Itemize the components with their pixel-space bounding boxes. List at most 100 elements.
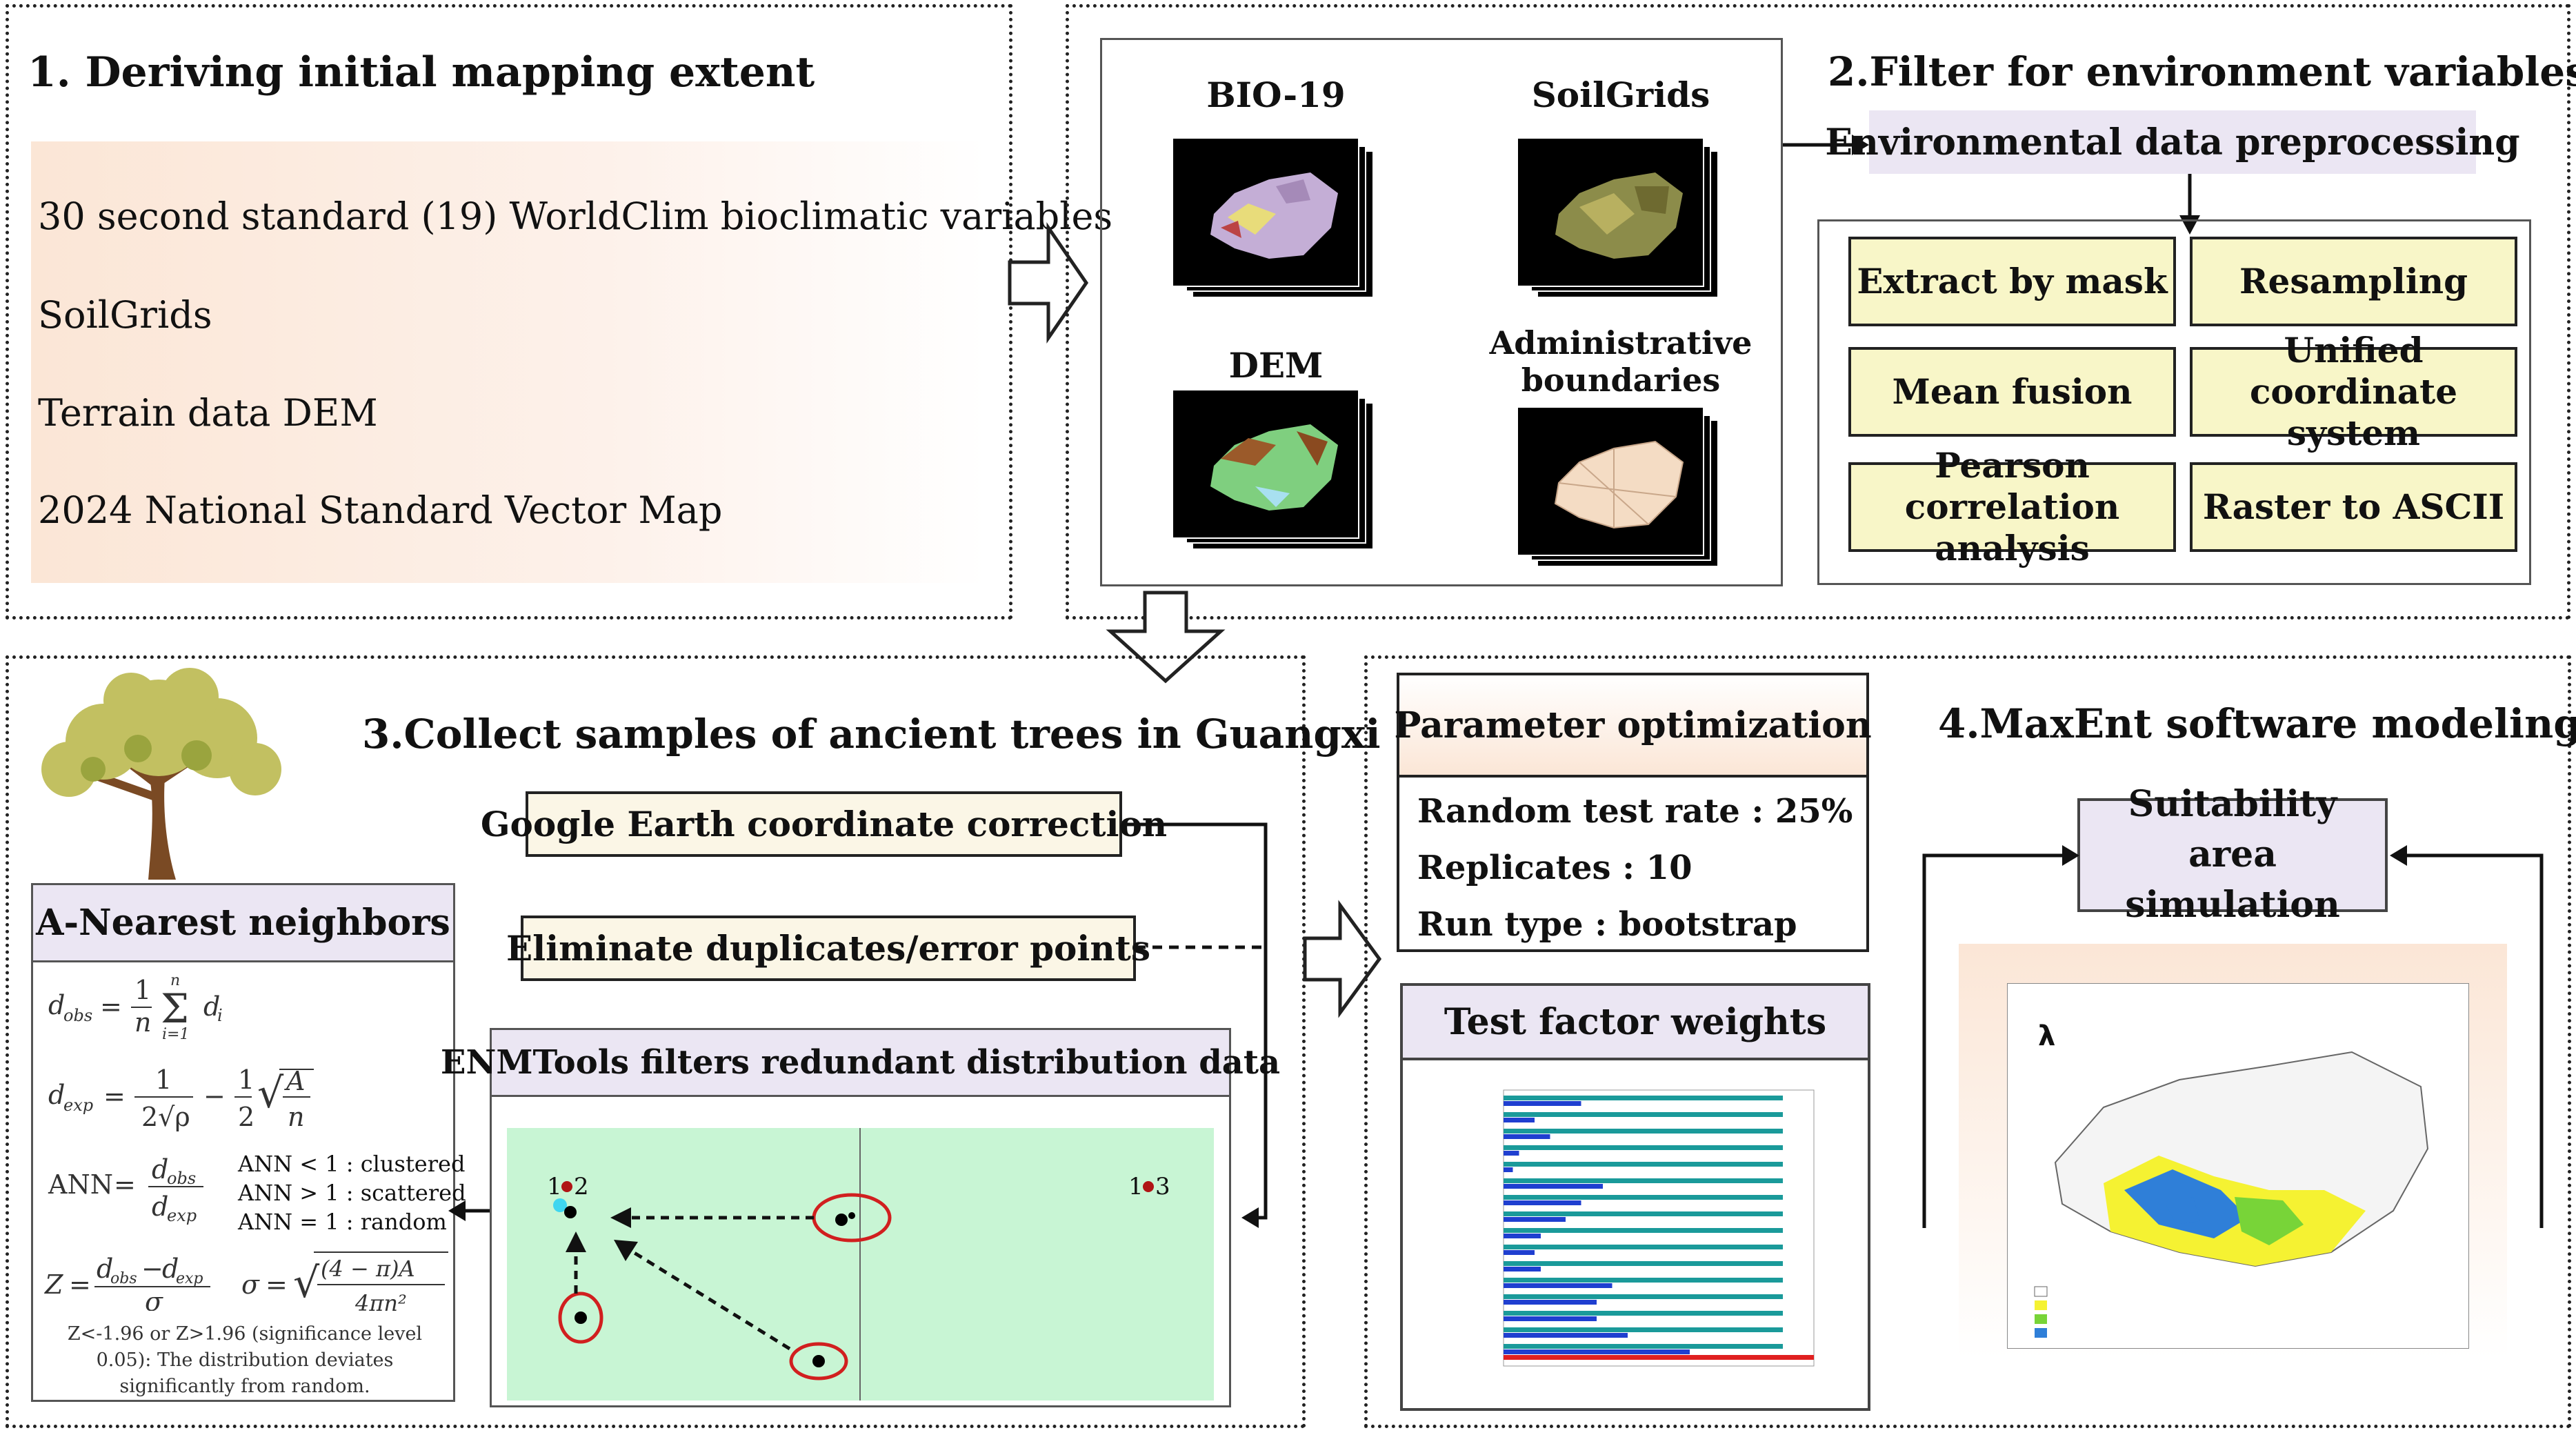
- source-vector-map: 2024 National Standard Vector Map: [38, 488, 723, 532]
- svg-text:obs: obs: [167, 1169, 196, 1188]
- panel-3: [6, 655, 1306, 1428]
- svg-text:σ: σ: [241, 1269, 260, 1300]
- point-label-2: 2: [574, 1173, 589, 1200]
- svg-text:exp: exp: [63, 1096, 93, 1115]
- svg-text:i=1: i=1: [162, 1026, 189, 1043]
- svg-text:obs: obs: [110, 1270, 137, 1287]
- panel1-title: 1. Deriving initial mapping extent: [28, 48, 815, 97]
- step-raster-to-ascii: Raster to ASCII: [2190, 462, 2517, 552]
- weights-chart: [1503, 1089, 1815, 1367]
- dem-map: [1172, 390, 1372, 548]
- bar-soil2-s0: [1504, 1294, 1783, 1299]
- step-eliminate-duplicates: Eliminate duplicates/error points: [506, 916, 1150, 981]
- svg-text:ANN: ANN: [48, 1169, 113, 1200]
- panel3-title: 3.Collect samples of ancient trees in Gu…: [362, 711, 1381, 758]
- param-test-rate: Random test rate : 25%: [1417, 792, 1853, 831]
- svg-text:Σ: Σ: [161, 985, 189, 1032]
- step-unified-coordinate: Unified coordinate system: [2190, 330, 2517, 453]
- svg-text:−: −: [141, 1254, 163, 1284]
- svg-text:=: =: [69, 1269, 91, 1300]
- svg-text:n: n: [134, 1007, 151, 1038]
- arrow-to-preprocess-icon: [1783, 135, 1869, 155]
- svg-text:√: √: [257, 1069, 284, 1118]
- sample-points-diagram: [553, 1128, 1154, 1401]
- map-label-dem: DEM: [1228, 345, 1324, 386]
- svg-text:2√ρ: 2√ρ: [141, 1102, 190, 1132]
- svg-text:d: d: [162, 1254, 179, 1284]
- bar-bio7-s1: [1504, 1167, 1513, 1172]
- tree-icon: [41, 668, 281, 880]
- bar-bio7-s0: [1504, 1162, 1783, 1167]
- step-pearson: Pearson correlation analysis: [1848, 445, 2176, 568]
- significance-note: Z<-1.96 or Z>1.96 (significance level 0.…: [67, 1323, 423, 1397]
- bar-bio6-s1: [1504, 1184, 1603, 1189]
- panel2-title: 2.Filter for environment variables: [1828, 48, 2576, 95]
- point-label-3: 3: [1155, 1173, 1170, 1200]
- bar-bio3-s1: [1504, 1250, 1535, 1255]
- svg-text:d: d: [203, 991, 220, 1022]
- svg-text:1: 1: [155, 1065, 172, 1095]
- map-label-admin: Administrative boundaries: [1489, 324, 1753, 399]
- bar-DEM-s0: [1504, 1211, 1783, 1216]
- ann-note-random: ANN = 1 : random: [238, 1209, 447, 1235]
- bar-bio4-s1: [1504, 1134, 1550, 1139]
- bar-bio19-s0: [1504, 1096, 1783, 1100]
- arrow-right-hollow-icon: [1303, 900, 1382, 1018]
- bar-soil1-s0: [1504, 1278, 1783, 1283]
- bar-soil4-s0: [1504, 1327, 1783, 1332]
- maps-frame: [1100, 38, 1783, 586]
- svg-text:σ: σ: [145, 1287, 163, 1311]
- preprocess-header: Environmental data preprocessing: [1825, 110, 2520, 174]
- panel-4: [1364, 655, 2571, 1428]
- step-connectors: [1122, 822, 1268, 1228]
- svg-text:√: √: [293, 1259, 320, 1307]
- bar-elev-s0: [1504, 1228, 1783, 1233]
- panel-1: [6, 4, 1012, 620]
- bar-soil2-s1: [1504, 1300, 1597, 1305]
- svg-text:=: =: [103, 1081, 126, 1111]
- source-soilgrids: SoilGrids: [38, 293, 212, 337]
- point-label-1b: 1: [1128, 1173, 1144, 1200]
- ann-note-scattered: ANN > 1 : scattered: [238, 1180, 466, 1206]
- bar-soil3-s0: [1504, 1311, 1783, 1316]
- bar-bio18-s1: [1504, 1118, 1535, 1122]
- bar-soil5-s2: [1504, 1355, 1814, 1360]
- bar-bio15-s1: [1504, 1200, 1581, 1205]
- svg-text:A: A: [284, 1066, 305, 1096]
- nn-header: A-Nearest neighbors: [31, 883, 455, 962]
- step-google-earth: Google Earth coordinate correction: [481, 791, 1167, 857]
- svg-text:exp: exp: [167, 1206, 197, 1225]
- svg-text:d: d: [48, 990, 65, 1020]
- svg-text:−: −: [203, 1081, 226, 1111]
- param-replicates: Replicates : 10: [1417, 849, 1693, 887]
- svg-text:d: d: [152, 1154, 168, 1185]
- bar-bio2-s1: [1504, 1151, 1519, 1156]
- svg-text:1: 1: [134, 975, 151, 1005]
- param-run-type: Run type : bootstrap: [1417, 905, 1797, 944]
- bar-bio4-s0: [1504, 1129, 1783, 1134]
- map-label-bio19: BIO-19: [1206, 75, 1346, 115]
- feedback-loop-arrows: [1922, 845, 2544, 1228]
- svg-text:1: 1: [238, 1065, 254, 1095]
- bar-bio14-s0: [1504, 1261, 1783, 1266]
- svg-text:(4 − π)A: (4 − π)A: [321, 1256, 415, 1282]
- svg-text:exp: exp: [176, 1270, 203, 1287]
- weights-header: Test factor weights: [1400, 983, 1870, 1060]
- svg-text:d: d: [152, 1191, 168, 1222]
- svg-text:4πn²: 4πn²: [355, 1290, 407, 1311]
- svg-text:λ: λ: [2038, 1020, 2055, 1052]
- bar-bio2-s0: [1504, 1145, 1783, 1150]
- bar-DEM-s1: [1504, 1217, 1566, 1222]
- source-worldclim: 30 second standard (19) WorldClim biocli…: [38, 195, 1113, 238]
- map-label-soilgrids: SoilGrids: [1531, 75, 1710, 115]
- suitability-map: λ: [2007, 983, 2469, 1349]
- svg-text:d: d: [48, 1080, 65, 1110]
- preprocess-steps-frame: [1817, 219, 2531, 585]
- bar-elev-s1: [1504, 1234, 1541, 1238]
- svg-text:=: =: [266, 1269, 288, 1300]
- bar-soil1-s1: [1504, 1283, 1613, 1288]
- svg-text:d: d: [97, 1254, 113, 1284]
- bar-soil4-s1: [1504, 1333, 1628, 1338]
- param-header: Parameter optimization: [1394, 673, 1872, 778]
